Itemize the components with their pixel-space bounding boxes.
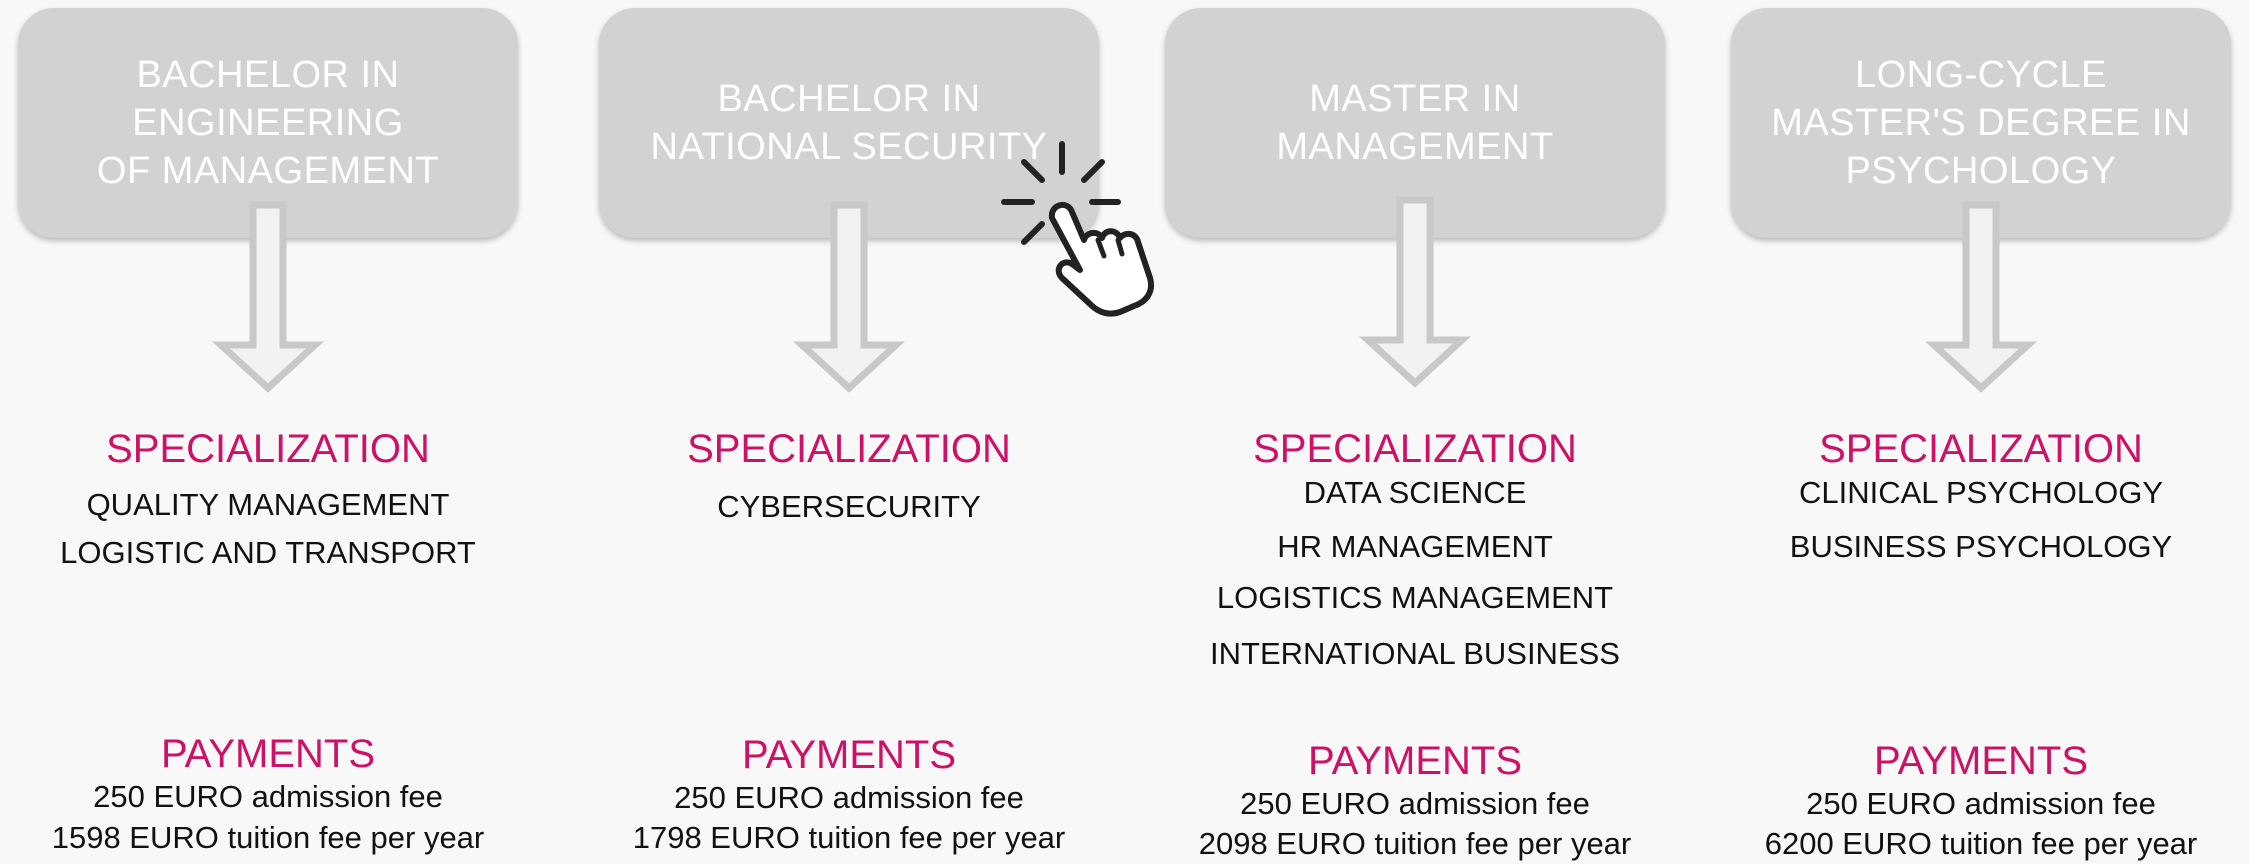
specialization-heading: SPECIALIZATION	[1253, 427, 1577, 471]
arrow-down-icon	[792, 201, 906, 393]
payments-heading: PAYMENTS	[741, 733, 957, 777]
tuition-fee: 6200 EURO tuition fee per year	[1764, 826, 2198, 861]
arrow-down-icon	[1924, 201, 2038, 393]
program-column-psychology: LONG-CYCLE MASTER'S DEGREE IN PSYCHOLOGY…	[1731, 0, 2231, 861]
program-title: BACHELOR IN NATIONAL SECURITY	[650, 78, 1048, 168]
admission-fee: 250 EURO admission fee	[674, 780, 1024, 815]
payments-heading: PAYMENTS	[1307, 739, 1523, 783]
payments-heading: PAYMENTS	[160, 732, 376, 776]
specialization-item: QUALITY MANAGEMENT	[86, 487, 450, 522]
specialization-item: CYBERSECURITY	[717, 489, 981, 524]
specialization-heading: SPECIALIZATION	[687, 427, 1011, 471]
specialization-heading: SPECIALIZATION	[106, 427, 430, 471]
program-title: BACHELOR IN ENGINEERING OF MANAGEMENT	[96, 54, 440, 192]
specialization-item: INTERNATIONAL BUSINESS	[1210, 636, 1620, 671]
program-column-bachelor-engineering: BACHELOR IN ENGINEERING OF MANAGEMENT SP…	[18, 0, 518, 860]
program-title: LONG-CYCLE MASTER'S DEGREE IN PSYCHOLOGY	[1771, 54, 2191, 192]
program-column-master-management: MASTER IN MANAGEMENT SPECIALIZATION DATA…	[1165, 0, 1665, 861]
specialization-item: LOGISTICS MANAGEMENT	[1216, 580, 1614, 615]
program-card-bachelor-engineering[interactable]: BACHELOR IN ENGINEERING OF MANAGEMENT	[18, 8, 518, 238]
payments-heading: PAYMENTS	[1873, 739, 2089, 783]
specialization-item: HR MANAGEMENT	[1277, 529, 1553, 564]
admission-fee: 250 EURO admission fee	[1240, 786, 1590, 821]
admission-fee: 250 EURO admission fee	[1806, 786, 2156, 821]
program-card-psychology[interactable]: LONG-CYCLE MASTER'S DEGREE IN PSYCHOLOGY	[1731, 8, 2231, 238]
specialization-item: CLINICAL PSYCHOLOGY	[1798, 475, 2164, 510]
program-column-bachelor-security: BACHELOR IN NATIONAL SECURITY SPECIALIZA…	[599, 0, 1099, 860]
arrow-down-icon	[211, 201, 325, 393]
arrow-down-icon	[1358, 196, 1472, 388]
tuition-fee: 1798 EURO tuition fee per year	[632, 820, 1066, 855]
pointing-hand-click-icon	[1001, 141, 1154, 317]
specialization-heading: SPECIALIZATION	[1819, 427, 2143, 471]
specialization-item: BUSINESS PSYCHOLOGY	[1789, 529, 2173, 564]
tuition-fee: 2098 EURO tuition fee per year	[1198, 826, 1632, 861]
specialization-item: LOGISTIC AND TRANSPORT	[60, 535, 476, 570]
program-card-bachelor-security[interactable]: BACHELOR IN NATIONAL SECURITY	[599, 8, 1099, 238]
admission-fee: 250 EURO admission fee	[93, 779, 443, 814]
program-title: MASTER IN MANAGEMENT	[1276, 78, 1554, 168]
specialization-item: DATA SCIENCE	[1303, 475, 1527, 510]
tuition-fee: 1598 EURO tuition fee per year	[51, 820, 485, 855]
